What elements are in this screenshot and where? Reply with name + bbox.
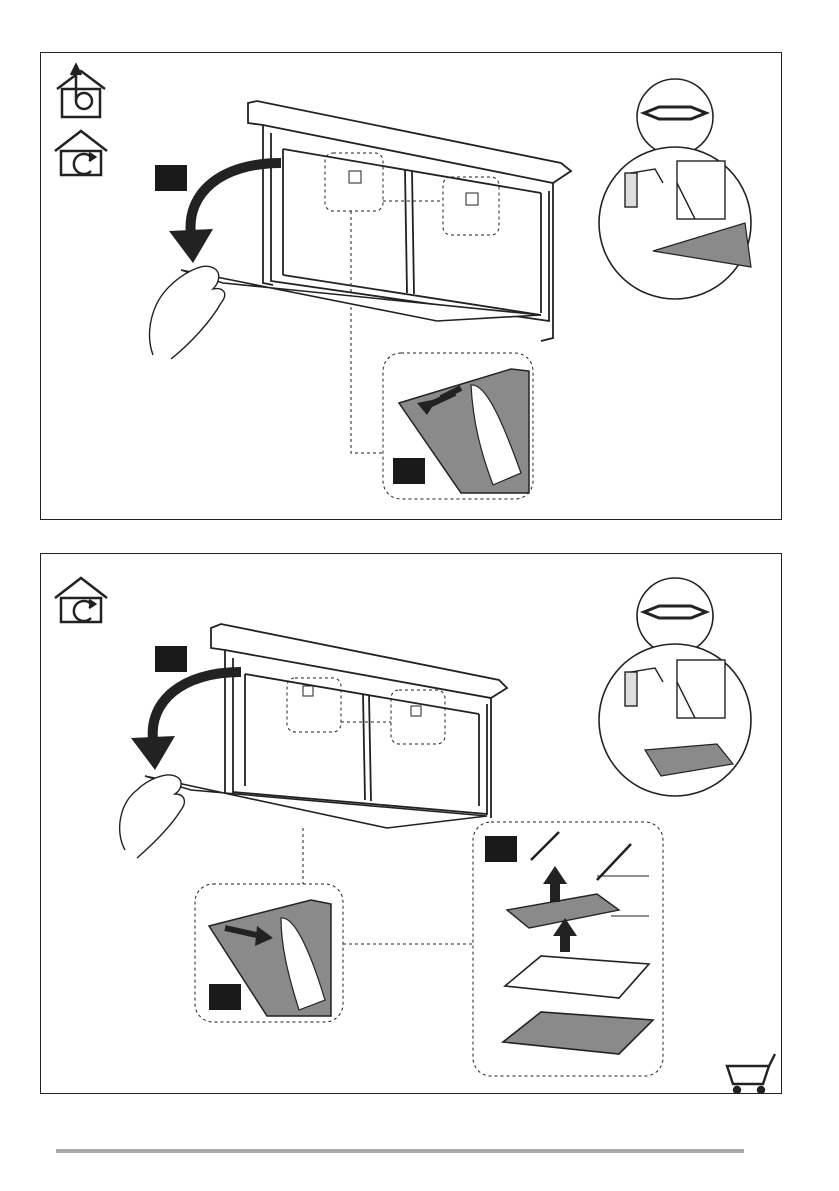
cooker-hood [211, 624, 507, 818]
maintenance-icons [599, 578, 751, 796]
hand-icon [120, 775, 185, 858]
opened-front-panel [181, 270, 541, 321]
panel2-artwork [41, 554, 781, 1093]
dishwasher-icon [677, 660, 725, 718]
filter-exploded-view [473, 822, 663, 1076]
step-marker-3 [485, 836, 517, 862]
latch-2 [466, 193, 478, 205]
illustration-panel-recirculation [40, 553, 782, 1094]
step-marker-1 [155, 646, 187, 672]
ducted-mode-icon [57, 65, 105, 117]
dishwasher-icon [677, 161, 725, 219]
maintenance-icons [599, 79, 751, 299]
wrench-icon [644, 606, 706, 618]
zoom-inset-latch [195, 884, 343, 1022]
wrench-icon [644, 107, 706, 119]
step-marker-2 [393, 458, 425, 484]
shopping-cart-icon [727, 1054, 775, 1093]
panel1-artwork [41, 53, 781, 519]
step-marker-2 [209, 984, 241, 1010]
recirculation-mode-icon [55, 578, 107, 622]
illustration-panel-ducted [40, 52, 782, 520]
zoom-inset-latch [383, 353, 533, 499]
hand-icon [150, 266, 225, 359]
opened-front-panel [145, 776, 487, 828]
recirculation-mode-icon [55, 131, 107, 175]
footer-rule [56, 1149, 744, 1153]
step-marker-1 [155, 165, 187, 191]
latch-1 [349, 171, 361, 183]
